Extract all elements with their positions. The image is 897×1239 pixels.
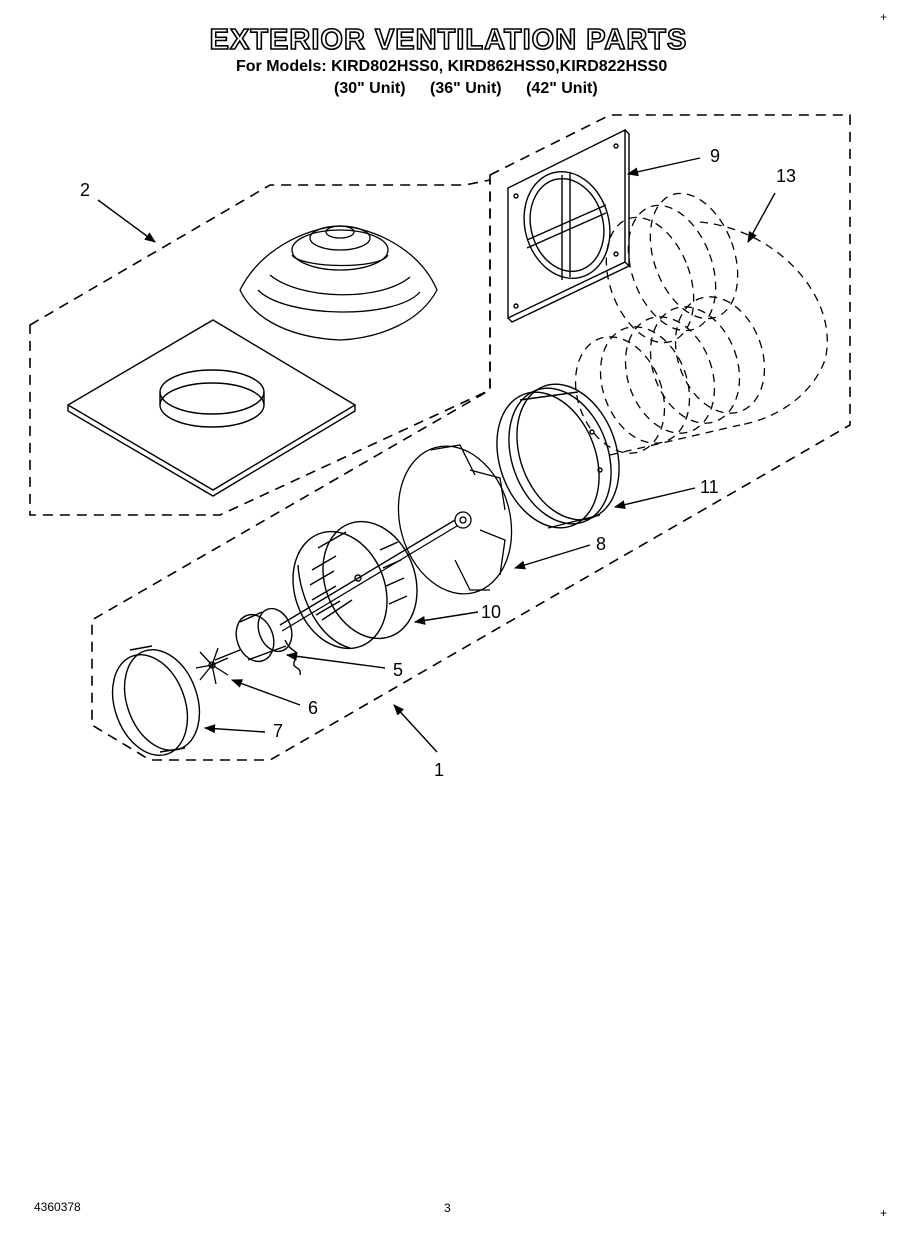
roof-cap-dome bbox=[239, 225, 438, 341]
callout-2: 2 bbox=[80, 180, 90, 200]
motor-cooling-fan bbox=[195, 647, 229, 685]
unit-sizes: (30" Unit) (36" Unit) (42" Unit) bbox=[334, 80, 618, 98]
leader-1 bbox=[393, 704, 438, 753]
motor-shaft bbox=[279, 519, 456, 626]
wall-grille bbox=[507, 128, 631, 323]
callout-11: 11 bbox=[700, 477, 719, 497]
leader-13 bbox=[747, 192, 776, 243]
leader-10 bbox=[413, 611, 479, 625]
corner-mark-top-right: + bbox=[880, 10, 888, 24]
leader-11 bbox=[613, 487, 696, 510]
page-title: EXTERIOR VENTILATION PARTS bbox=[209, 23, 688, 57]
leader-2 bbox=[97, 199, 156, 243]
leader-5 bbox=[285, 651, 386, 669]
leader-6 bbox=[230, 679, 301, 706]
callout-6: 6 bbox=[308, 698, 318, 718]
leader-9 bbox=[626, 157, 701, 177]
callout-9: 9 bbox=[710, 146, 720, 166]
end-cap bbox=[111, 645, 201, 757]
callout-7: 7 bbox=[273, 721, 283, 741]
leader-7 bbox=[203, 724, 266, 734]
callout-10: 10 bbox=[481, 602, 501, 622]
unit-size-36: (36" Unit) bbox=[430, 80, 502, 97]
callout-8: 8 bbox=[596, 534, 606, 554]
callout-1: 1 bbox=[434, 760, 444, 780]
fan-housing bbox=[292, 520, 418, 650]
duct-adapter-ring bbox=[496, 383, 620, 529]
roof-flashing-plate bbox=[66, 319, 357, 497]
unit-size-42: (42" Unit) bbox=[526, 80, 598, 97]
flexible-duct bbox=[574, 192, 828, 456]
leader-8 bbox=[513, 544, 591, 570]
motor bbox=[214, 607, 301, 676]
corner-mark-bottom-right: + bbox=[880, 1206, 888, 1220]
models-line: For Models: KIRD802HSS0, KIRD862HSS0,KIR… bbox=[236, 58, 668, 75]
page-number: 3 bbox=[444, 1201, 451, 1215]
callout-5: 5 bbox=[393, 660, 403, 680]
vent-assembly-group-outline bbox=[91, 114, 851, 761]
callout-13: 13 bbox=[776, 166, 796, 186]
unit-size-30: (30" Unit) bbox=[334, 80, 406, 97]
part-number: 4360378 bbox=[34, 1200, 81, 1214]
